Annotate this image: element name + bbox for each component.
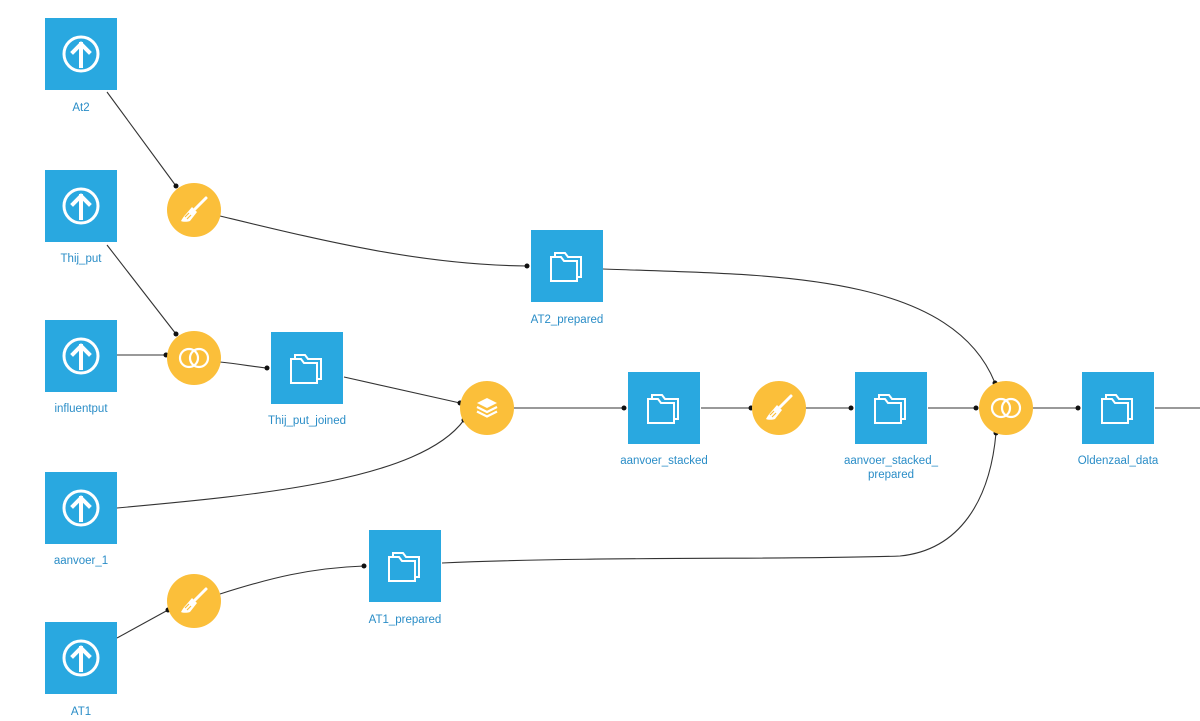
recipe-join-oldenzaal[interactable] xyxy=(979,381,1033,435)
dataset-label[interactable]: Thij_put_joined xyxy=(267,415,346,427)
recipe-join-thij-influent[interactable] xyxy=(167,331,221,385)
edge-prepare-to-at2-prepared xyxy=(219,215,528,267)
broom-icon xyxy=(181,587,208,613)
edge-aanvoer1-to-stack xyxy=(116,419,465,509)
dataset-label[interactable]: aanvoer_1 xyxy=(53,555,109,567)
upload-icon[interactable] xyxy=(45,18,117,90)
recipe-prepare-at2[interactable] xyxy=(167,183,221,237)
edge-dot xyxy=(848,405,854,411)
dataset-label[interactable]: AT1 xyxy=(70,706,92,718)
folder-icon[interactable] xyxy=(531,230,603,302)
edge-dot xyxy=(264,365,270,371)
dataset-label[interactable]: AT1_prepared xyxy=(368,614,442,626)
dataset-label[interactable]: Thij_put xyxy=(60,253,102,265)
broom-icon xyxy=(181,196,208,222)
dataset-label[interactable]: At2 xyxy=(72,102,90,114)
edge-dot xyxy=(621,405,627,411)
broom-icon xyxy=(766,394,793,420)
dataset-label[interactable]: influentput xyxy=(54,403,108,415)
dataset-label[interactable]: aanvoer_stacked_ prepared xyxy=(844,455,938,481)
edge-at1-prepared-to-join xyxy=(441,432,997,564)
edge-at1-to-prepare xyxy=(116,609,169,639)
upload-icon[interactable] xyxy=(45,170,117,242)
upload-icon[interactable] xyxy=(45,320,117,392)
edge-dot xyxy=(1075,405,1081,411)
stack-icon xyxy=(476,398,498,418)
join-icon xyxy=(178,347,210,369)
recipe-prepare-at1[interactable] xyxy=(167,574,221,628)
recipe-stack-aanvoer[interactable] xyxy=(460,381,514,435)
dataset-label[interactable]: Oldenzaal_data xyxy=(1077,455,1159,467)
edge-dot xyxy=(524,263,530,269)
edge-at2-prepared-to-join xyxy=(602,268,996,384)
folder-icon[interactable] xyxy=(369,530,441,602)
folder-icon[interactable] xyxy=(855,372,927,444)
edge-dot xyxy=(361,563,367,569)
recipe-prepare-stacked[interactable] xyxy=(752,381,806,435)
dataset-label[interactable]: AT2_prepared xyxy=(530,314,604,326)
edge-prepare-to-at1-prepared xyxy=(219,565,365,595)
folder-icon[interactable] xyxy=(271,332,343,404)
edge-thij-put-joined-to-stack xyxy=(343,376,461,404)
folder-icon[interactable] xyxy=(1082,372,1154,444)
upload-icon[interactable] xyxy=(45,472,117,544)
edge-thij-put-to-join xyxy=(106,244,177,335)
join-icon xyxy=(990,397,1022,419)
upload-icon[interactable] xyxy=(45,622,117,694)
dataset-label[interactable]: aanvoer_stacked xyxy=(620,455,708,467)
edge-join-to-thij-put-joined xyxy=(219,361,268,369)
folder-icon[interactable] xyxy=(628,372,700,444)
edge-dot xyxy=(973,405,979,411)
edge-at2-to-prepare xyxy=(106,91,177,187)
